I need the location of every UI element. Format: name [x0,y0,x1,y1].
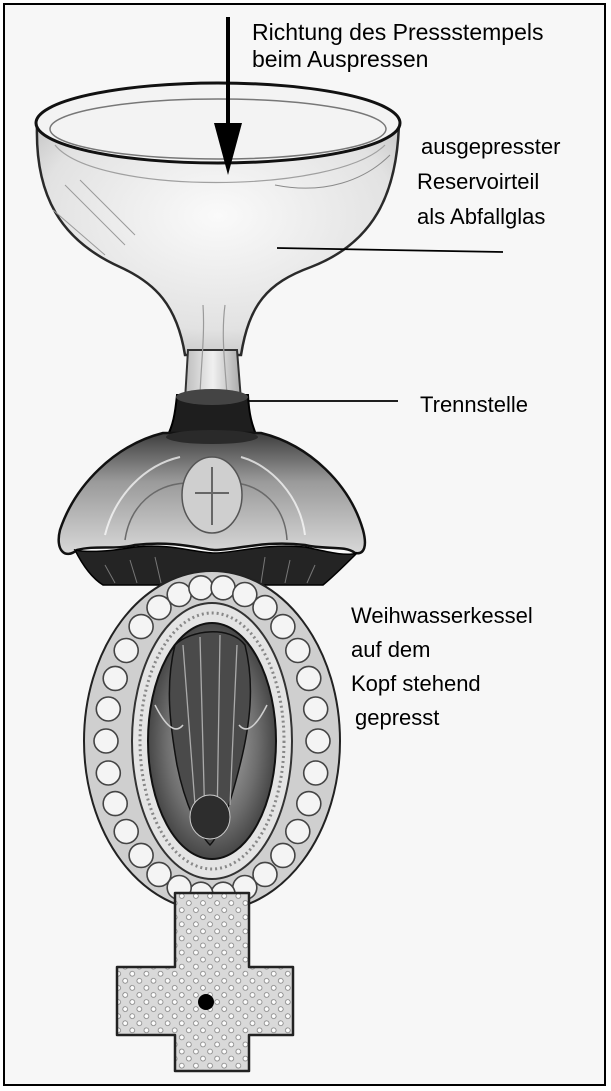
frame-bead [286,820,310,844]
frame-bead [147,862,171,886]
frame-bead [189,576,213,600]
reservoir-line-3: als Abfallglas [417,199,560,234]
frame-bead [114,820,138,844]
font-vessel-line-3: Kopf stehend [351,667,533,701]
frame-bead [96,697,120,721]
madonna-relief [148,623,276,859]
separation-label: Trennstelle [420,392,528,418]
reservoir-label: ausgepresster Reservoirteil als Abfallgl… [421,129,560,234]
drawing-frame: Richtung des Pressstempels beim Auspress… [3,3,606,1086]
frame-bead [114,639,138,663]
frame-bead [103,666,127,690]
frame-bead [304,697,328,721]
frame-bead [211,576,235,600]
frame-bead [286,639,310,663]
cross-foot [117,893,293,1071]
reservoir-line-2: Reservoirteil [417,164,560,199]
frame-bead [304,761,328,785]
press-direction-label: Richtung des Pressstempels beim Auspress… [252,19,543,73]
press-direction-line-1: Richtung des Pressstempels [252,19,543,46]
frame-bead [271,615,295,639]
mounting-hole-icon [198,994,214,1010]
frame-bead [129,615,153,639]
font-vessel-label: Weihwasserkessel auf dem Kopf stehend ge… [351,599,533,735]
frame-bead [271,843,295,867]
frame-bead [253,596,277,620]
frame-bead [167,583,191,607]
frame-bead [306,729,330,753]
font-vessel-line-2: auf dem [351,633,533,667]
frame-bead [297,666,321,690]
reservoir-line-1: ausgepresster [421,129,560,164]
frame-bead [96,761,120,785]
frame-bead [297,792,321,816]
font-vessel-line-1: Weihwasserkessel [351,599,533,633]
font-vessel-line-4: gepresst [355,701,533,735]
frame-bead [129,843,153,867]
separation-neck [167,389,257,437]
frame-bead [103,792,127,816]
press-direction-line-2: beim Auspressen [252,46,543,73]
frame-bead [94,729,118,753]
shell-cap [59,430,365,554]
separation-text: Trennstelle [420,392,528,418]
